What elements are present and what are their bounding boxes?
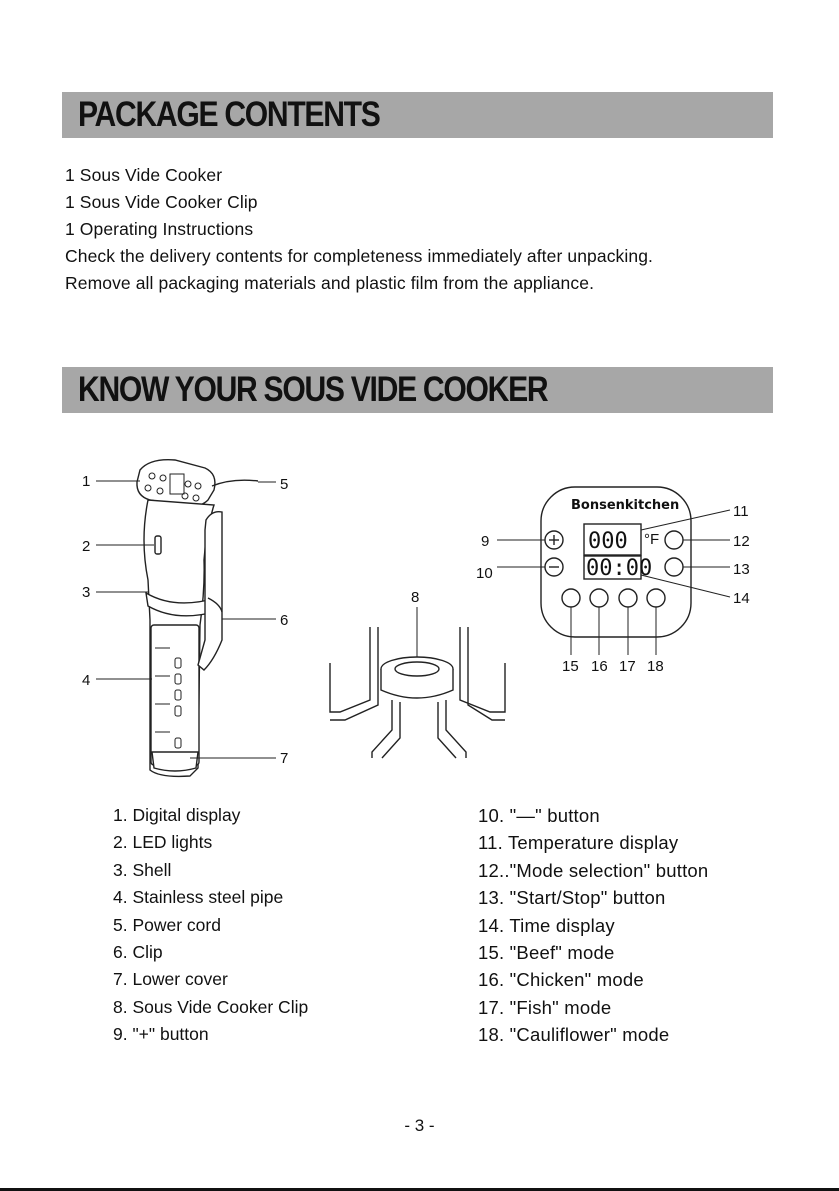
part-item: 13. "Start/Stop" button (478, 887, 666, 909)
callout-6: 6 (280, 612, 288, 629)
panel-brand: Bonsenkitchen (571, 498, 679, 513)
callout-16: 16 (591, 658, 608, 675)
page-number: - 3 - (404, 1116, 435, 1135)
part-item: 6. Clip (113, 942, 163, 963)
package-contents-list: 1 Sous Vide Cooker 1 Sous Vide Cooker Cl… (65, 162, 653, 297)
callout-12: 12 (733, 533, 750, 550)
callout-5: 5 (280, 476, 288, 493)
part-item: 9. "+" button (113, 1024, 209, 1045)
part-item: 2. LED lights (113, 832, 213, 853)
package-line: 1 Sous Vide Cooker (65, 165, 223, 185)
part-item: 14. Time display (478, 914, 615, 936)
part-item: 10. "—" button (478, 805, 600, 826)
cooker-clip-illustration (329, 627, 506, 759)
callout-11: 11 (733, 503, 749, 520)
part-item: 5. Power cord (113, 914, 221, 935)
callout-10: 10 (476, 565, 493, 582)
callout-2: 2 (82, 538, 90, 555)
panel-temperature-unit: °F (644, 531, 659, 548)
part-item: 8. Sous Vide Cooker Clip (113, 996, 309, 1017)
parts-list-right: 10. "—" button 11. Temperature display 1… (478, 802, 708, 1049)
package-line: Check the delivery contents for complete… (65, 246, 654, 266)
part-item: 11. Temperature display (478, 832, 679, 854)
callout-13: 13 (733, 561, 750, 578)
callout-3: 3 (82, 584, 90, 601)
part-item: 16. "Chicken" mode (478, 969, 644, 991)
part-item: 7. Lower cover (113, 969, 228, 990)
part-item: 18. "Cauliflower" mode (478, 1024, 670, 1046)
callout-14: 14 (733, 590, 750, 607)
part-item: 3. Shell (113, 859, 172, 880)
part-item: 15. "Beef" mode (478, 942, 615, 964)
panel-time-digits: 00:00 (586, 556, 652, 581)
callout-8: 8 (411, 589, 419, 606)
cooker-illustration (136, 459, 259, 778)
callout-15: 15 (562, 658, 579, 675)
package-contents-header: PACKAGE CONTENTS (62, 92, 773, 138)
callout-1: 1 (82, 473, 90, 490)
part-item: 4. Stainless steel pipe (113, 887, 284, 908)
callout-7: 7 (280, 750, 288, 767)
panel-temperature-digits: 000 (588, 529, 628, 554)
know-your-cooker-header: KNOW YOUR SOUS VIDE COOKER (62, 367, 773, 413)
package-contents-title: PACKAGE CONTENTS (78, 95, 381, 134)
part-item: 12.."Mode selection" button (478, 859, 709, 881)
callout-4: 4 (82, 672, 90, 689)
part-item: 17. "Fish" mode (478, 996, 612, 1018)
parts-list-left: 1. Digital display 2. LED lights 3. Shel… (113, 802, 308, 1049)
callout-9: 9 (481, 533, 489, 550)
leader-lines (96, 480, 731, 759)
callout-18: 18 (647, 658, 664, 675)
package-line: 1 Operating Instructions (65, 219, 254, 239)
callout-17: 17 (619, 658, 636, 675)
part-item: 1. Digital display (113, 805, 241, 825)
cooker-diagram: Bonsenkitchen 000 °F 00:00 1 2 3 4 5 6 7… (82, 459, 750, 778)
package-line: 1 Sous Vide Cooker Clip (65, 192, 258, 212)
bottom-divider (0, 1188, 839, 1191)
know-your-cooker-title: KNOW YOUR SOUS VIDE COOKER (78, 370, 549, 409)
package-line: Remove all packaging materials and plast… (65, 273, 595, 293)
